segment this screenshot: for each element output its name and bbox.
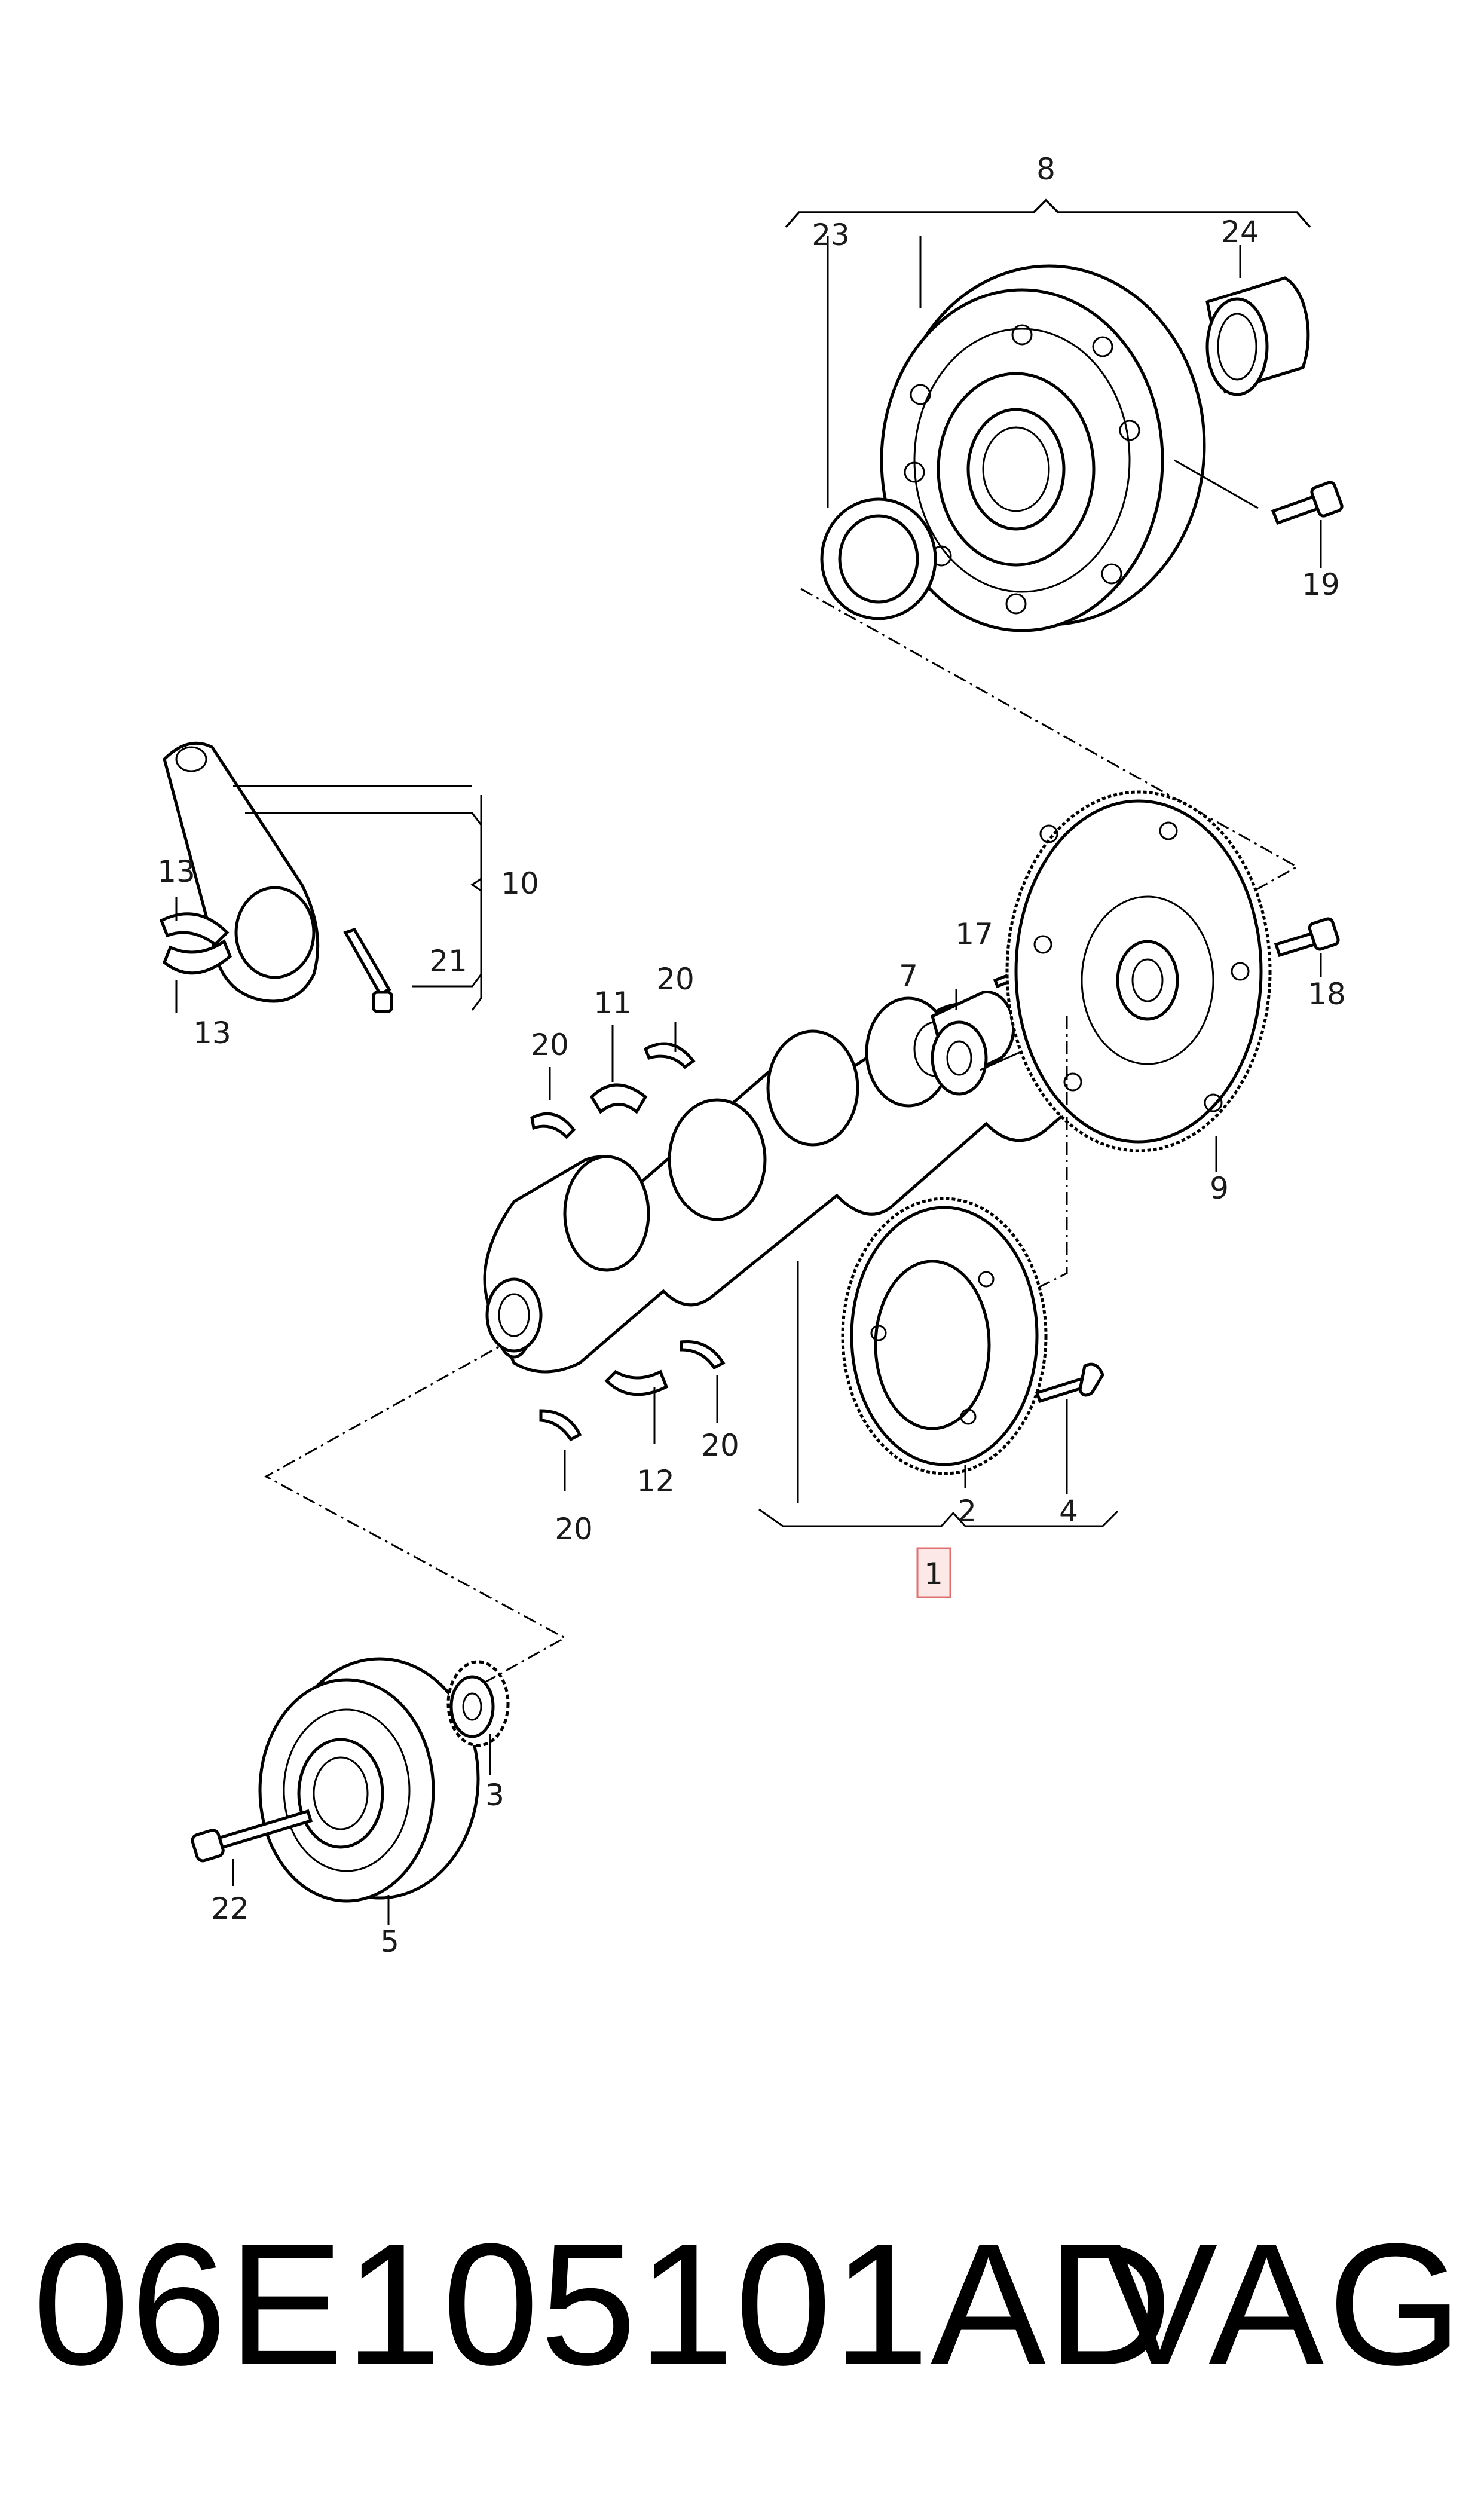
- needle-bearing: [1205, 276, 1310, 396]
- crank-gear: [446, 1660, 510, 1747]
- callout-20a: 20: [531, 1028, 569, 1062]
- callout-3: 3: [485, 1778, 504, 1812]
- callout-labels: 1 2 3 4 5 7 8 9 10 11 12 13 13 17 18 19 …: [157, 152, 1346, 1959]
- sender-wheel: [841, 1197, 1048, 1475]
- flexplate: [1005, 790, 1272, 1152]
- sender-wheel-bolt: [1035, 1362, 1104, 1404]
- callout-13a: 13: [157, 854, 195, 889]
- callout-18: 18: [1308, 977, 1346, 1011]
- callout-20d: 20: [555, 1512, 593, 1546]
- flexplate-bolt: [1274, 917, 1340, 958]
- main-bearing-shells: [589, 1083, 669, 1396]
- callout-1: 1: [924, 1557, 943, 1591]
- callout-23: 23: [812, 218, 850, 252]
- seal-ring: [820, 497, 937, 620]
- callout-10: 10: [501, 866, 539, 901]
- flywheel-bolt: [1271, 481, 1344, 525]
- callout-22: 22: [211, 1891, 249, 1926]
- callout-2: 2: [957, 1494, 977, 1528]
- callout-24: 24: [1221, 215, 1259, 249]
- callout-21: 21: [429, 944, 467, 979]
- callout-19: 19: [1302, 567, 1340, 602]
- pilot-bush: [931, 991, 1015, 1096]
- dual-mass-flywheel: [785, 198, 1311, 632]
- callout-17: 17: [955, 917, 993, 952]
- callout-4: 4: [1059, 1494, 1078, 1528]
- callout-11: 11: [593, 986, 632, 1020]
- callout-8: 8: [1036, 152, 1055, 187]
- brand-label: VAG: [1102, 2208, 1466, 2401]
- connecting-rod: [163, 741, 320, 1003]
- callout-13b: 13: [193, 1016, 231, 1050]
- callout-20c: 20: [701, 1428, 739, 1463]
- crank-sprocket: [485, 1277, 543, 1353]
- callout-5: 5: [380, 1924, 399, 1959]
- pulley-bolt: [191, 1809, 313, 1863]
- callout-9: 9: [1210, 1171, 1229, 1206]
- thrust-washers: [530, 1042, 726, 1442]
- vibration-damper-pulley: [258, 1657, 480, 1903]
- callout-12: 12: [637, 1464, 675, 1499]
- highlight-box: [916, 1547, 951, 1598]
- part-number: 06E105101AD: [33, 2208, 1174, 2401]
- conrod-bearing-shells: [159, 912, 232, 975]
- footer: 06E105101AD VAG: [0, 2206, 1484, 2403]
- conrod-bolt: [343, 927, 393, 1013]
- callout-7: 7: [899, 959, 918, 993]
- callout-20b: 20: [656, 962, 694, 996]
